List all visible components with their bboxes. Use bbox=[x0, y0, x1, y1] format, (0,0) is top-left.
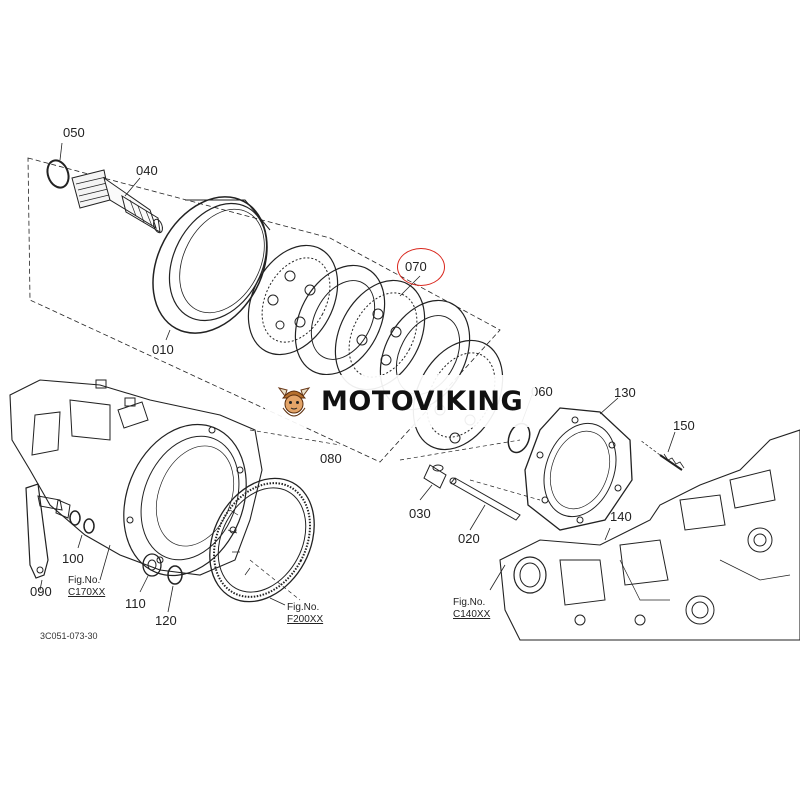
part-070-highlight-circle bbox=[397, 248, 445, 286]
steel-plate-2 bbox=[294, 264, 386, 376]
figure-ref-prefix: Fig.No. bbox=[68, 575, 101, 586]
label-part-080: 080 bbox=[320, 451, 342, 466]
label-part-110: 110 bbox=[125, 596, 146, 611]
flange-plate-130 bbox=[524, 397, 633, 531]
label-part-010: 010 bbox=[152, 342, 174, 357]
figure-ref-code: C170XX bbox=[68, 587, 106, 598]
boss-110 bbox=[139, 553, 162, 593]
watermark-text: MOTOVIKING bbox=[321, 385, 524, 417]
figure-ref-c170: Fig.No. C170XX bbox=[68, 575, 105, 599]
label-part-040: 040 bbox=[136, 163, 158, 178]
watermark-banner: MOTOVIKING bbox=[265, 375, 535, 427]
ring-gear bbox=[209, 477, 315, 606]
rod-020 bbox=[449, 477, 521, 531]
figure-ref-prefix: Fig.No. bbox=[287, 602, 320, 613]
figure-ref-f200: Fig.No. F200XX bbox=[287, 602, 323, 626]
label-part-100: 100 bbox=[62, 551, 84, 566]
label-part-060: 060 bbox=[531, 384, 553, 399]
label-part-090: 090 bbox=[30, 584, 52, 599]
friction-plate-1 bbox=[247, 244, 339, 356]
figure-ref-code: C140XX bbox=[453, 609, 491, 620]
viking-mascot-icon bbox=[277, 387, 311, 417]
figure-ref-code: F200XX bbox=[287, 614, 324, 625]
label-part-030: 030 bbox=[409, 506, 431, 521]
label-part-150: 150 bbox=[673, 418, 695, 433]
drawing-code: 3C051-073-30 bbox=[40, 631, 98, 641]
spring-150 bbox=[639, 431, 685, 471]
ring-010 bbox=[152, 196, 271, 341]
shaft-040 bbox=[71, 169, 163, 234]
figure-ref-c140: Fig.No. C140XX bbox=[453, 597, 490, 621]
lever-090 bbox=[25, 483, 63, 591]
left-housing bbox=[9, 379, 263, 577]
transmission-case bbox=[489, 429, 800, 641]
ring-120 bbox=[167, 565, 183, 613]
label-part-050: 050 bbox=[63, 125, 85, 140]
label-part-120: 120 bbox=[155, 613, 177, 628]
label-part-140: 140 bbox=[610, 509, 632, 524]
label-part-020: 020 bbox=[458, 531, 480, 546]
figure-ref-prefix: Fig.No. bbox=[453, 597, 486, 608]
pin-030 bbox=[419, 464, 447, 501]
label-part-130: 130 bbox=[614, 385, 636, 400]
shaft-100 bbox=[55, 499, 95, 549]
o-ring-050 bbox=[46, 159, 70, 189]
